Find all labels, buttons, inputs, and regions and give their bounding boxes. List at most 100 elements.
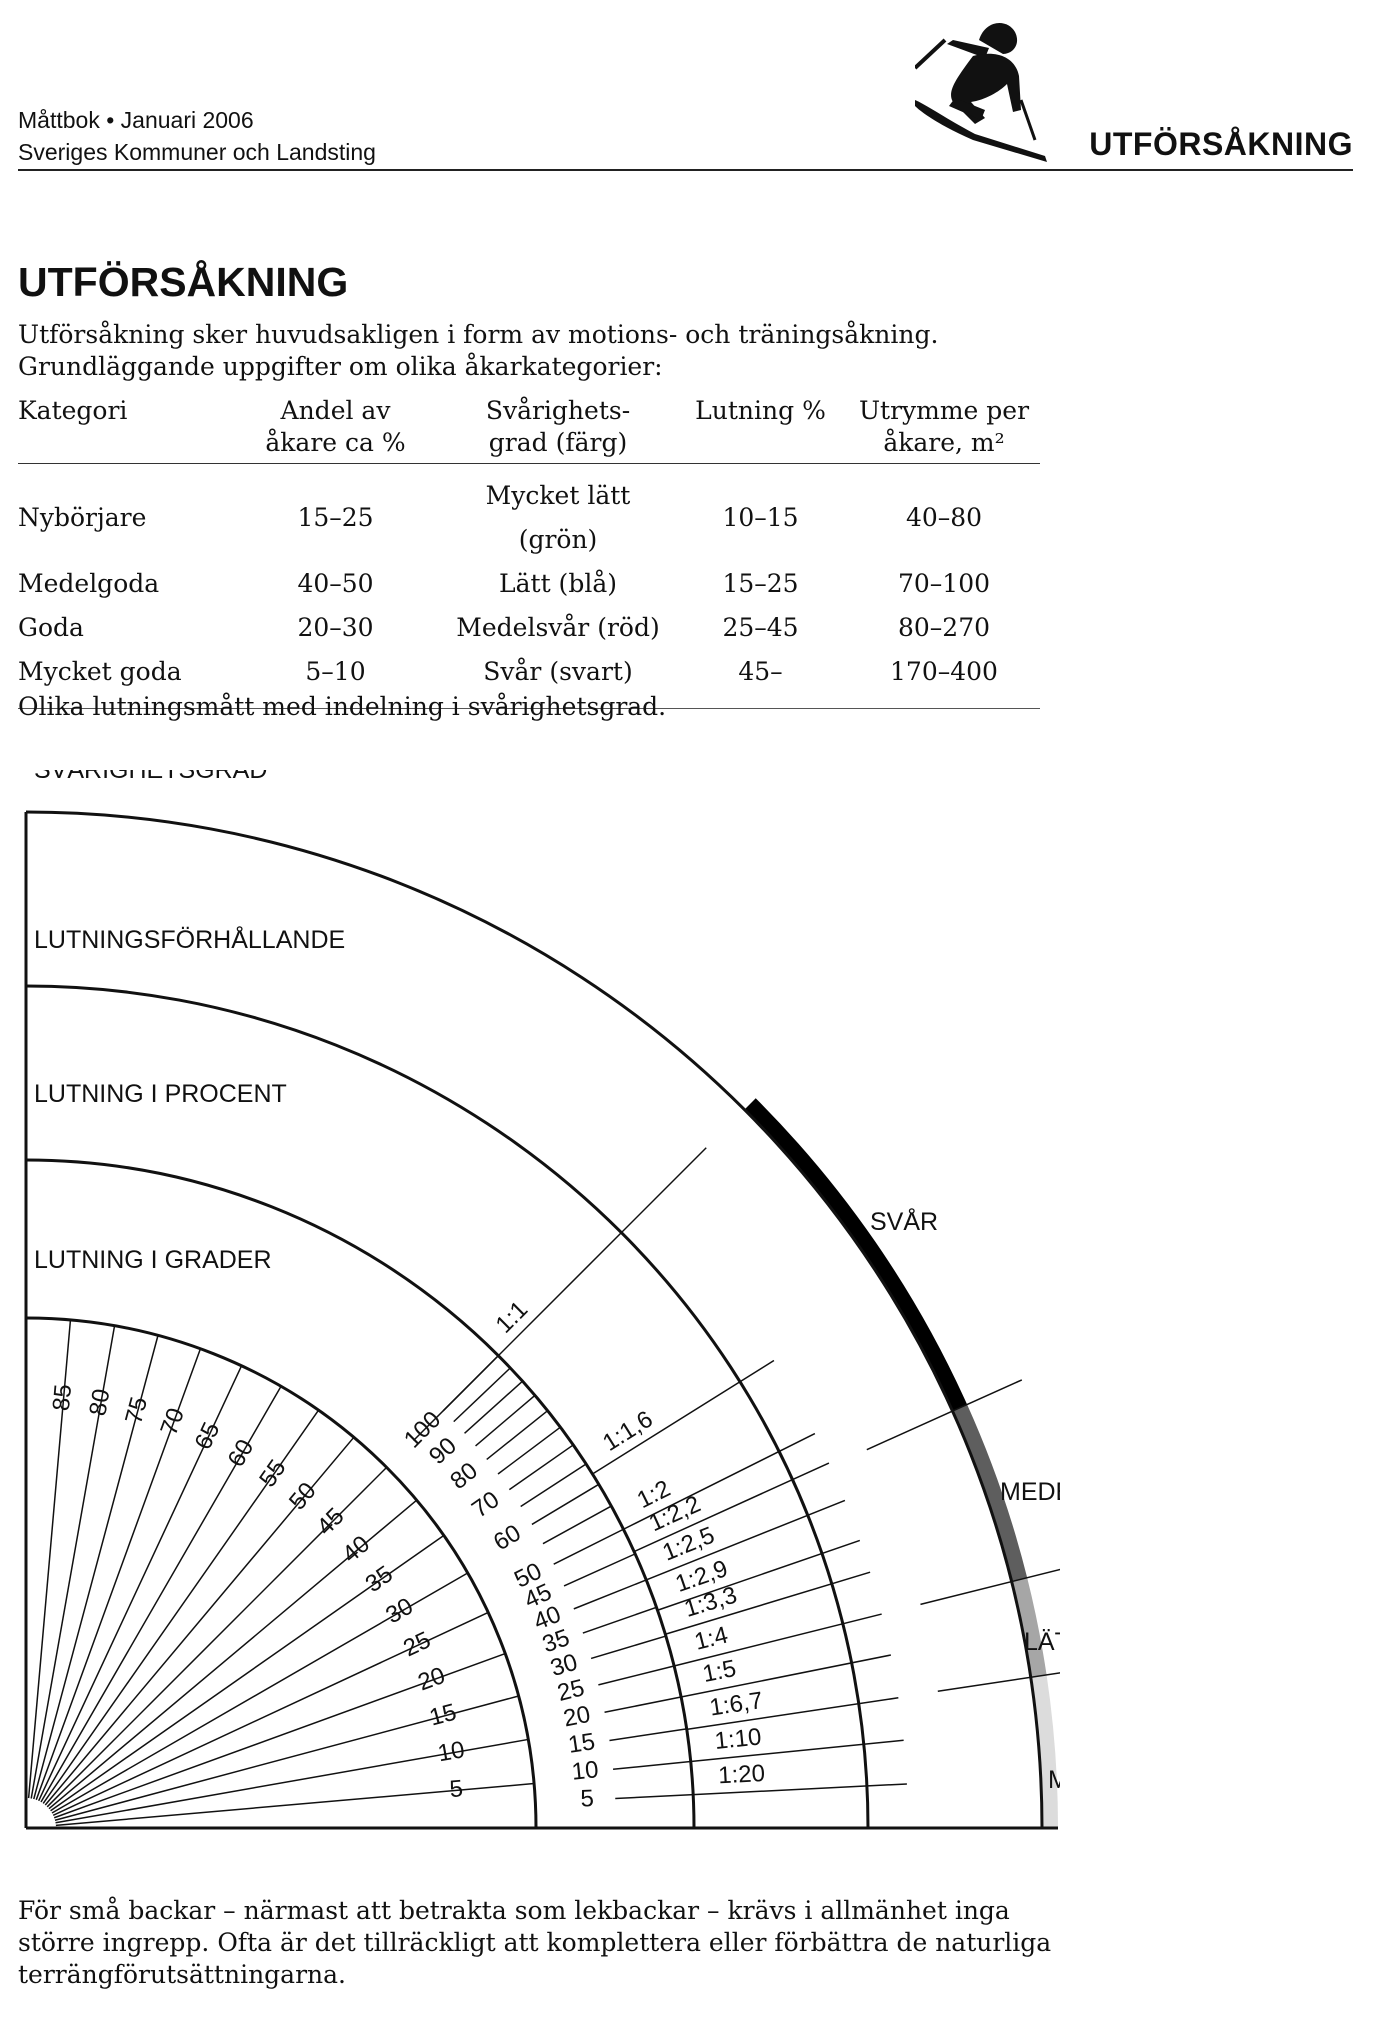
band-label-difficulty: SVÅRIGHETSGRAD: [34, 770, 267, 784]
ratio-ray: [592, 1359, 775, 1475]
degree-label: 80: [84, 1387, 115, 1418]
degree-label: 20: [414, 1662, 448, 1697]
percent-tick: [604, 1696, 682, 1714]
table-cell: Goda: [18, 613, 84, 642]
ratio-ray: [686, 1697, 899, 1731]
header-meta: Måttbok • Januari 2006 Sveriges Kommuner…: [18, 104, 376, 168]
degree-label: 60: [223, 1435, 260, 1472]
percent-label: 25: [555, 1674, 587, 1707]
difficulty-boundary-line: [937, 1672, 1060, 1692]
degree-ray: [54, 1695, 519, 1821]
degree-ray: [44, 1436, 355, 1806]
section-title: UTFÖRSÅKNING: [1089, 126, 1353, 162]
degree-label: 85: [48, 1383, 77, 1412]
degree-label: 15: [427, 1699, 460, 1732]
percent-label: 20: [561, 1701, 592, 1733]
degree-ray: [52, 1611, 489, 1817]
ratio-ray: [623, 1432, 816, 1530]
degree-label: 5: [448, 1775, 464, 1803]
table-cell: 20–30: [297, 613, 374, 642]
ratio-ray: [690, 1739, 904, 1763]
degree-ray: [55, 1782, 535, 1827]
percent-tick: [520, 1463, 587, 1508]
degree-label: 65: [190, 1418, 226, 1454]
table-cell: 25–45: [722, 613, 799, 642]
percent-label: 60: [489, 1519, 526, 1556]
table-row: Nybörjare 15–25 Mycket lätt (grön) 10–15…: [18, 464, 1040, 563]
table-header-cell: Kategori: [18, 396, 128, 425]
ratio-label: 1:10: [713, 1723, 762, 1755]
table-cell: Mycket lätt (grön): [485, 481, 631, 554]
degree-ray: [35, 1348, 202, 1801]
percent-tick: [553, 1528, 624, 1565]
table-cell: 40–80: [905, 503, 983, 532]
degree-ray: [53, 1652, 506, 1819]
percent-label: 15: [566, 1728, 596, 1759]
percent-tick: [508, 1444, 574, 1491]
table-header-cell: Lutning %: [695, 396, 826, 425]
percent-label: 80: [445, 1457, 483, 1495]
percent-tick: [612, 1760, 691, 1771]
percent-tick: [582, 1606, 657, 1634]
difficulty-band: [744, 1098, 968, 1412]
degree-ray: [55, 1738, 529, 1824]
degree-ray: [30, 1325, 116, 1799]
figure-caption: Olika lutningsmått med indelning i svåri…: [18, 692, 667, 721]
degree-ray: [50, 1534, 445, 1812]
ratio-ray: [633, 1462, 830, 1553]
percent-label: 5: [580, 1785, 595, 1813]
degree-label: 45: [312, 1503, 350, 1541]
band-label-percent: LUTNING I PROCENT: [34, 1080, 287, 1108]
table-cell: 80–270: [897, 613, 991, 642]
difficulty-band: [952, 1404, 1028, 1582]
difficulty-boundary-line: [866, 1379, 1023, 1451]
table-cell: Nybörjare: [18, 503, 147, 532]
table-cell: 45–: [738, 657, 783, 686]
ratio-label: 1:20: [718, 1760, 766, 1789]
intro-paragraph: Utförsåkning sker huvudsakligen i form a…: [18, 320, 939, 381]
percent-tick: [464, 1380, 524, 1434]
table-header-cell: Svårighets-grad (färg): [485, 396, 631, 457]
ratio-label: 1:6,7: [708, 1687, 765, 1722]
degree-label: 35: [361, 1561, 398, 1598]
percent-tick: [531, 1483, 600, 1526]
degree-label: 30: [381, 1593, 418, 1630]
ratio-ray: [412, 1147, 707, 1442]
table-cell: Mycket goda: [18, 657, 182, 686]
ratio-ray: [693, 1783, 907, 1796]
table-cell: Medelgoda: [18, 569, 160, 598]
percent-tick: [609, 1728, 687, 1742]
degree-ray: [46, 1466, 388, 1808]
footer-paragraph: För små backar – närmast att betrakta so…: [18, 1896, 1052, 1989]
table-cell: 10–15: [722, 503, 799, 532]
page-title: UTFÖRSÅKNING: [18, 259, 349, 305]
degree-label: 10: [436, 1736, 467, 1767]
band-label-ratio: LUTNINGSFÖRHÅLLANDE: [34, 924, 345, 954]
publisher-line: Sveriges Kommuner och Landsting: [18, 139, 376, 165]
table-cell: 5–10: [305, 657, 366, 686]
difficulty-boundary-line: [920, 1568, 1060, 1606]
table-row: Medelgoda 40–50 Lätt (blå) 15–25 70–100: [18, 562, 1040, 606]
ratio-label: 1:1,6: [598, 1406, 658, 1457]
percent-tick: [453, 1367, 511, 1423]
table-cell: 170–400: [890, 657, 998, 686]
slope-diagram: MYCKET LÄTTLÄTTMEDELSVÅRSVÅRSVÅRIGHETSGR…: [24, 770, 1060, 1830]
degree-ray: [27, 1319, 72, 1799]
degree-ray: [40, 1385, 282, 1803]
percent-tick: [542, 1505, 612, 1545]
degree-label: 70: [155, 1404, 190, 1438]
degree-ray: [42, 1409, 320, 1804]
percent-tick: [497, 1426, 561, 1475]
percent-tick: [615, 1793, 694, 1800]
percent-tick: [486, 1410, 549, 1461]
table-row: Goda 20–30 Medelsvår (röd) 25–45 80–270: [18, 606, 1040, 650]
degree-ray: [51, 1572, 469, 1814]
band-label-degrees: LUTNING I GRADER: [34, 1246, 272, 1274]
ratio-label: 1:1: [491, 1296, 534, 1339]
percent-tick: [475, 1394, 536, 1447]
degree-ray: [37, 1365, 243, 1802]
percent-tick: [590, 1635, 667, 1660]
